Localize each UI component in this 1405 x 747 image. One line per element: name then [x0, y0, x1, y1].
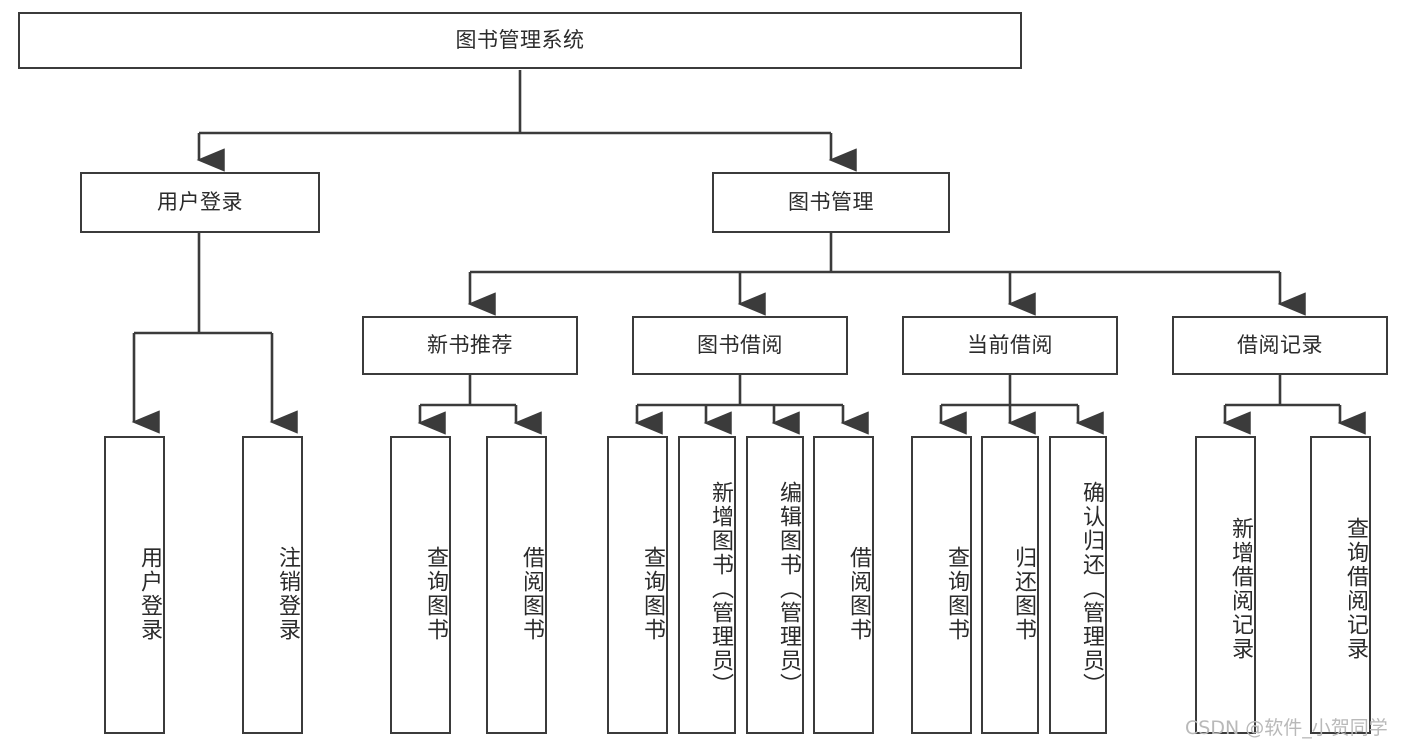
node-label: 新增图书（管理员）	[708, 481, 733, 697]
leaf-borrow-book[interactable]: 借阅图书	[813, 436, 874, 734]
node-label: 借阅记录	[1237, 332, 1323, 357]
node-label: 注销登录	[275, 546, 300, 642]
node-label: 新增借阅记录	[1228, 517, 1253, 661]
leaf-query-book-current[interactable]: 查询图书	[911, 436, 972, 734]
leaf-confirm-return-admin[interactable]: 确认归还（管理员）	[1049, 436, 1107, 734]
csdn-watermark: CSDN @软件_小贺同学	[1185, 717, 1388, 739]
node-borrow-record[interactable]: 借阅记录	[1172, 316, 1388, 375]
node-label: 查询借阅记录	[1343, 517, 1368, 661]
node-label: 编辑图书（管理员）	[776, 481, 801, 697]
leaf-logout-login[interactable]: 注销登录	[242, 436, 303, 734]
leaf-add-book-admin[interactable]: 新增图书（管理员）	[678, 436, 736, 734]
node-book-borrow[interactable]: 图书借阅	[632, 316, 848, 375]
leaf-user-login[interactable]: 用户登录	[104, 436, 165, 734]
leaf-query-book-borrow[interactable]: 查询图书	[607, 436, 668, 734]
leaf-edit-book-admin[interactable]: 编辑图书（管理员）	[746, 436, 804, 734]
leaf-add-borrow-record[interactable]: 新增借阅记录	[1195, 436, 1256, 734]
node-new-book-recommend[interactable]: 新书推荐	[362, 316, 578, 375]
node-user-login[interactable]: 用户登录	[80, 172, 320, 233]
node-label: 图书管理	[788, 189, 874, 214]
leaf-query-book-recommend[interactable]: 查询图书	[390, 436, 451, 734]
node-label: 用户登录	[157, 189, 243, 214]
node-current-borrow[interactable]: 当前借阅	[902, 316, 1118, 375]
node-label: 借阅图书	[519, 546, 544, 642]
node-book-management[interactable]: 图书管理	[712, 172, 950, 233]
node-label: 图书管理系统	[455, 27, 585, 52]
node-label: 借阅图书	[846, 546, 871, 642]
leaf-query-borrow-record[interactable]: 查询借阅记录	[1310, 436, 1371, 734]
node-label: 当前借阅	[967, 332, 1053, 357]
node-root-book-management-system[interactable]: 图书管理系统	[18, 12, 1022, 69]
node-label: 归还图书	[1011, 546, 1036, 642]
leaf-return-book[interactable]: 归还图书	[981, 436, 1039, 734]
node-label: 图书借阅	[697, 332, 783, 357]
node-label: 用户登录	[137, 546, 162, 642]
leaf-borrow-book-recommend[interactable]: 借阅图书	[486, 436, 547, 734]
node-label: 确认归还（管理员）	[1079, 481, 1104, 697]
node-label: 查询图书	[640, 546, 665, 642]
node-label: 查询图书	[944, 546, 969, 642]
node-label: 查询图书	[423, 546, 448, 642]
node-label: 新书推荐	[427, 332, 513, 357]
